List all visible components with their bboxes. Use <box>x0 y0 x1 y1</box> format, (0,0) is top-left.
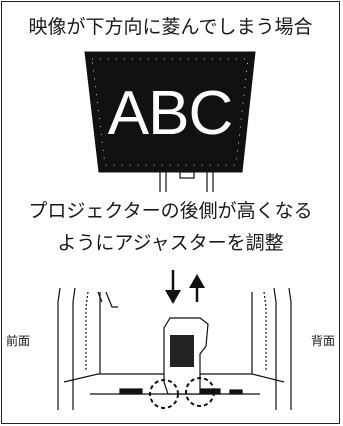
instruction-line-2: ようにアジャスターを調整 <box>57 232 284 254</box>
adjust-arrows <box>165 270 205 304</box>
projector-illustration <box>57 287 292 410</box>
adjuster-highlights <box>149 377 215 409</box>
diagram-title: 映像が下方向に菱んでしまう場合 <box>28 16 313 38</box>
screen-stand <box>159 171 214 192</box>
diagram-graphics: ABC <box>57 51 292 410</box>
front-label: 前面 <box>6 334 31 348</box>
instruction-line-1: プロジェクターの後側が高くなる <box>28 200 313 222</box>
back-label: 背面 <box>310 334 335 348</box>
screen-text: ABC <box>108 79 232 148</box>
projected-screen: ABC <box>84 51 256 173</box>
